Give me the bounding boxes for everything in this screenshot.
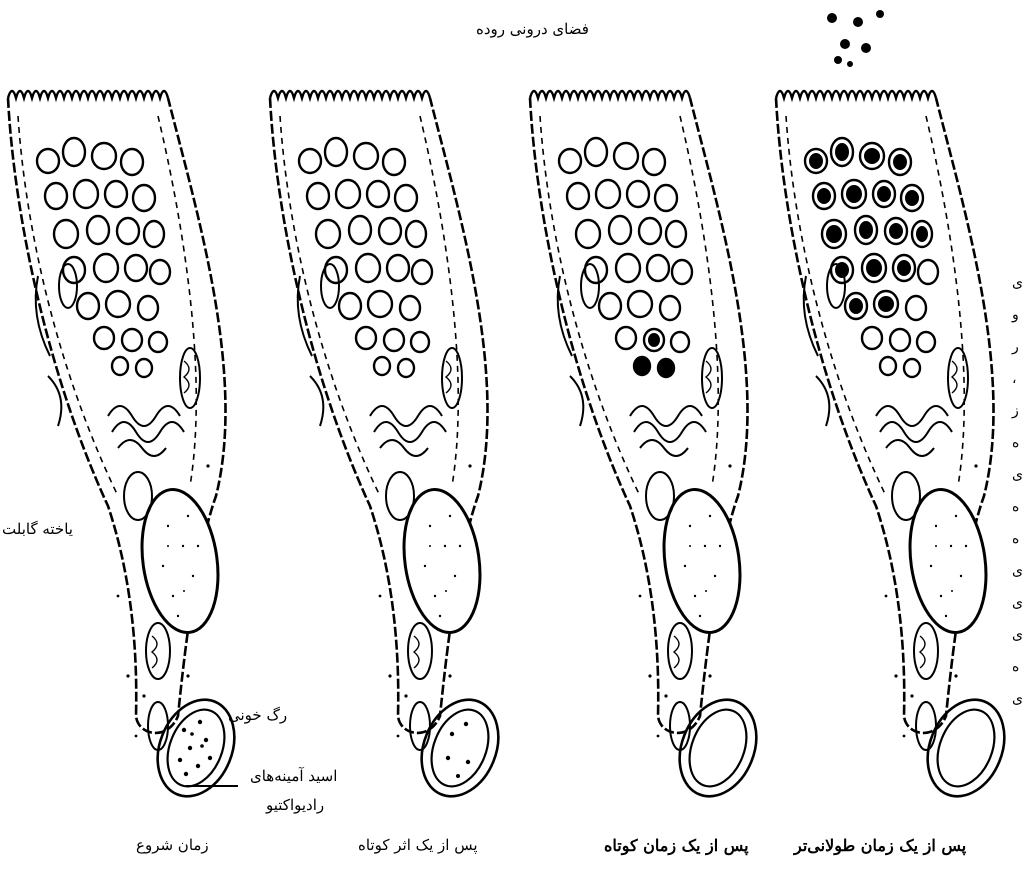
amino-acid-label: اسید آمینه‌های (250, 769, 337, 784)
side-fragment: ه (1012, 532, 1019, 546)
blood-vessel-longer-time (914, 688, 1018, 808)
side-fragment: ى (1012, 628, 1023, 642)
caption-longer-time: پس از یک زمان طولانی‌تر (794, 838, 966, 854)
side-fragment: ه (1012, 500, 1019, 514)
side-fragment: و (1012, 308, 1019, 322)
secreted-granules (827, 10, 884, 67)
blood-vessel-label: رگ خونی (228, 708, 287, 723)
side-fragment: ى (1012, 468, 1023, 482)
goblet-cell-label: یاخته گابلت (2, 522, 73, 537)
caption-start: زمان شروع (136, 838, 209, 853)
goblet-cell-longer-time (776, 91, 995, 750)
side-fragment: ى (1012, 564, 1023, 578)
side-fragment: ى (1012, 276, 1023, 290)
side-fragment: ر (1012, 340, 1019, 354)
side-fragment: ى (1012, 692, 1023, 706)
side-fragment: ، (1012, 372, 1017, 386)
caption-pulse: پس از یک اثر کوتاه (358, 838, 478, 853)
amino-acid-label-line2: رادیواکتیو (266, 798, 324, 813)
side-fragment: ه (1012, 660, 1019, 674)
blood-vessel-short-time (666, 688, 770, 808)
goblet-cell-short-time (530, 91, 749, 750)
side-fragment: ه (1012, 436, 1019, 450)
goblet-cell-start (8, 91, 227, 750)
blood-vessel-pulse (408, 688, 512, 808)
side-fragment: ز (1012, 404, 1019, 418)
side-fragment: ى (1012, 596, 1023, 610)
caption-short-time: پس از یک زمان کوتاه (604, 838, 749, 854)
goblet-cell-pulse (270, 91, 489, 750)
lumen-label: فضای درونی روده (476, 22, 589, 37)
